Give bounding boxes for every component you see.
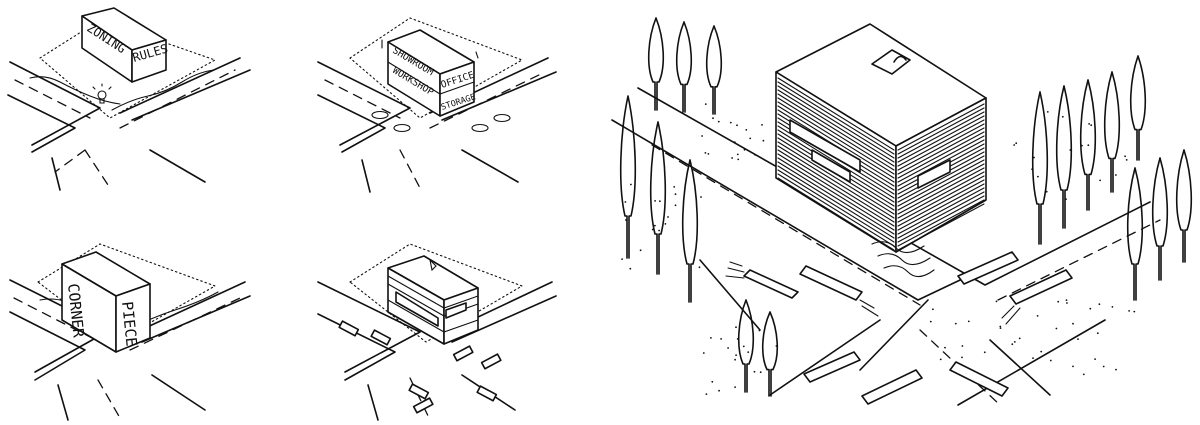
poplar-tree (1129, 55, 1147, 161)
poplar-tree (1103, 71, 1121, 193)
perspective-view (611, 17, 1193, 406)
panel-corner-piece: CORNER PIECE (9, 243, 251, 421)
panel-final-massing (317, 243, 557, 421)
poplar-tree (1151, 157, 1169, 281)
poplar-tree (1175, 149, 1193, 263)
lightbulb-icon (92, 83, 112, 104)
poplar-tree (1055, 85, 1073, 229)
poplar-tree (619, 95, 637, 259)
poplar-tree (761, 311, 779, 397)
panel-zoning-rules: ZONING RULES (7, 7, 251, 191)
poplar-tree (737, 299, 755, 393)
poplar-tree (647, 17, 665, 111)
facade-hatching (777, 77, 985, 251)
poplar-tree (681, 159, 699, 303)
ground-stipple (621, 103, 1136, 395)
label-piece: PIECE (118, 301, 141, 348)
poplar-tree (649, 121, 667, 275)
poplar-tree (675, 21, 693, 113)
perspective-cars (725, 251, 1073, 405)
poplar-tree (1126, 167, 1144, 301)
poplar-trees (619, 17, 1193, 397)
panel-program: SHOWROOM WORKSHOP OFFICE STORAGE (317, 17, 557, 193)
label-corner: CORNER (64, 283, 88, 340)
poplar-tree (1031, 91, 1049, 245)
poplar-tree (705, 25, 723, 115)
poplar-tree (1079, 79, 1097, 211)
